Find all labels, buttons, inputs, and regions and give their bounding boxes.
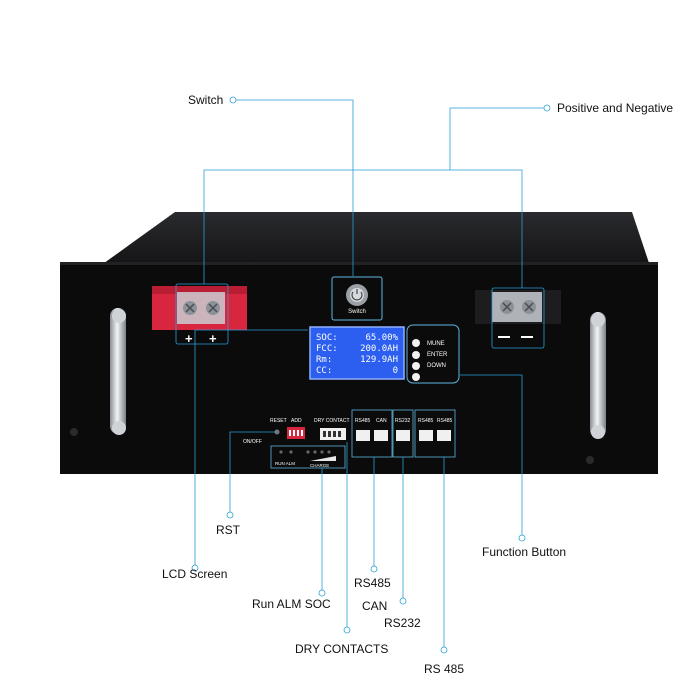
lcd-screen: SOC: 65.00% FCC: 200.0AH Rm: 129.9AH CC:… [309, 326, 405, 380]
rs485-port[interactable] [356, 430, 370, 441]
switch-device-label: Switch [348, 309, 366, 315]
callout-lines [175, 96, 551, 654]
rs232-port-label: RS232 [395, 418, 411, 424]
can-port[interactable] [374, 430, 388, 441]
reset-button[interactable] [274, 429, 280, 435]
mounting-hole-left [70, 428, 78, 436]
enter-button-label: ENTER [427, 352, 448, 358]
enter-button[interactable] [412, 351, 420, 359]
callout-rs485-a: RS485 [354, 576, 391, 590]
negative-terminal[interactable] [475, 290, 561, 338]
lcd-fcc-value: 200.0AH [360, 344, 398, 354]
callout-can: CAN [362, 599, 388, 613]
callout-rs485-b: RS 485 [424, 662, 465, 676]
callout-run-alm-soc: Run ALM SOC [252, 597, 331, 611]
down-button[interactable] [412, 362, 420, 370]
lcd-soc-value: 65.00% [365, 333, 398, 343]
rs485-port-label: RS485 [355, 418, 371, 424]
dry-contact-label: DRY CONTACT [314, 418, 350, 424]
lcd-rm-label: Rm: [316, 355, 332, 365]
left-handle[interactable] [110, 308, 126, 435]
callout-rst: RST [216, 523, 240, 537]
rs485-ports-group [414, 409, 456, 458]
dry-contact-port[interactable] [320, 428, 346, 440]
lcd-soc-label: SOC: [316, 333, 338, 343]
add-label: ADD [291, 418, 302, 424]
function-button-panel [406, 324, 460, 384]
rs485-port-2-label: RS485 [418, 418, 434, 424]
run-alm-label: RUN ALM [275, 461, 295, 466]
callout-lcd-screen: LCD Screen [162, 567, 228, 581]
lcd-cc-label: CC: [316, 366, 332, 376]
address-dip-switch[interactable] [287, 427, 305, 439]
callout-positive-negative: Positive and Negative [557, 101, 674, 115]
rs485-port-3-label: RS485 [437, 418, 453, 424]
onoff-label: ON/OFF [243, 439, 262, 445]
reset-label: RESET [270, 418, 287, 424]
down-button-label: DOWN [427, 363, 446, 369]
rs485-port-3[interactable] [437, 430, 451, 441]
rs232-port[interactable] [396, 430, 410, 441]
can-port-label: CAN [376, 418, 387, 424]
lcd-fcc-label: FCC: [316, 344, 338, 354]
callout-switch: Switch [188, 93, 224, 107]
rs485-can-port-group [351, 409, 393, 458]
run-alm-soc-indicators [270, 445, 346, 469]
rs485-port-2[interactable] [419, 430, 433, 441]
callout-function-button: Function Button [482, 545, 567, 559]
charge-label: CHARGE [310, 463, 329, 468]
menu-button[interactable] [412, 339, 420, 347]
lcd-cc-value: 0 [393, 366, 398, 376]
callout-dry-contacts: DRY CONTACTS [295, 642, 389, 656]
svg-text:+: + [209, 331, 217, 346]
power-switch[interactable] [331, 276, 383, 321]
lcd-rm-value: 129.9AH [360, 355, 398, 365]
right-handle[interactable] [590, 312, 606, 439]
extra-button[interactable] [412, 373, 420, 381]
callout-rs232: RS232 [384, 616, 421, 630]
mounting-hole-right [586, 456, 594, 464]
positive-terminal[interactable]: + + [152, 286, 247, 346]
menu-button-label: MUNE [427, 341, 445, 347]
svg-text:+: + [185, 331, 193, 346]
